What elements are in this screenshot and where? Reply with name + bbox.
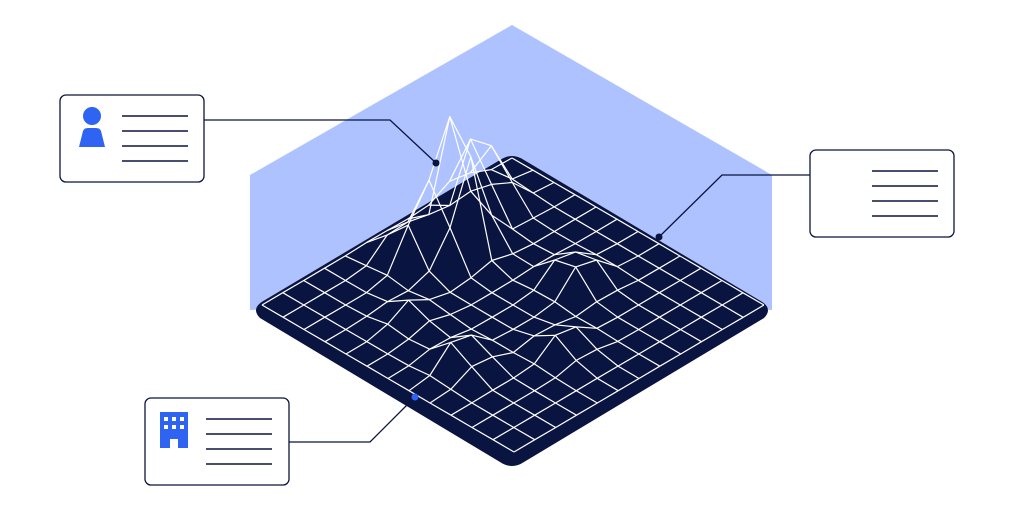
person-icon: [79, 107, 105, 147]
building-card: [144, 397, 290, 486]
connector-building-card: [289, 396, 416, 443]
building-card-text-lines: [206, 418, 272, 465]
mesh-line-u: [386, 179, 640, 380]
mesh-line-u: [407, 116, 661, 367]
person-card: [59, 94, 205, 183]
info-card: [809, 149, 955, 238]
building-icon: [160, 412, 188, 448]
mesh-line-u: [511, 157, 765, 306]
wireframe-surface: [261, 116, 765, 453]
mesh-line-u: [261, 304, 515, 453]
mesh-line-u: [448, 138, 702, 343]
connector-dot-building: [411, 393, 419, 401]
person-card-text-lines: [122, 115, 188, 162]
mesh-line-u: [490, 169, 744, 318]
info-card-text-lines: [872, 170, 938, 217]
mesh-line-u: [282, 292, 536, 441]
platform-base: [256, 156, 768, 466]
mesh-line-u: [365, 224, 619, 392]
mesh-line-u: [469, 145, 723, 331]
mesh-line-u: [428, 190, 682, 355]
connector-dot-person: [432, 159, 440, 167]
connector-person-card: [204, 119, 437, 164]
mesh-line-u: [303, 279, 557, 429]
mesh-line-u: [345, 255, 598, 404]
connector-info-card: [658, 174, 810, 238]
mesh-line-u: [324, 267, 577, 416]
connector-dot-info: [655, 233, 663, 241]
